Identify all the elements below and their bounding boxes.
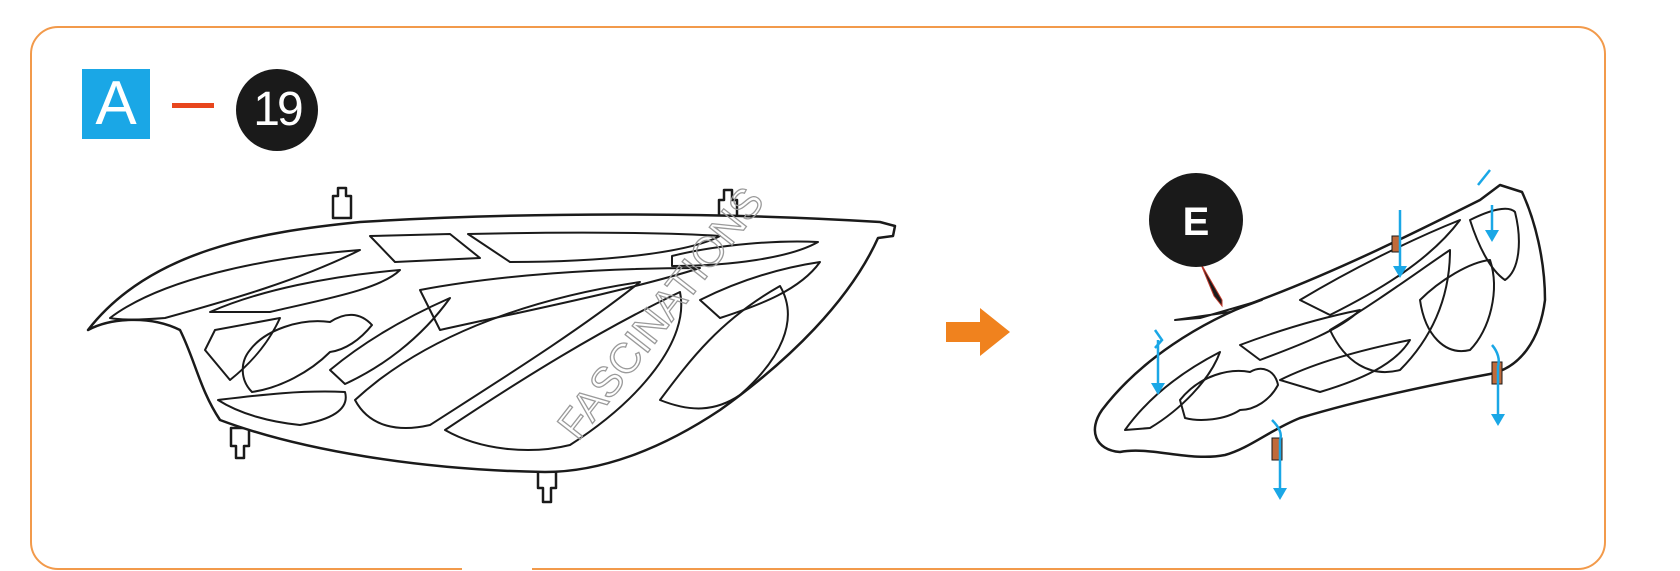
right-arrow-icon bbox=[946, 308, 1010, 356]
callout-label: E bbox=[1183, 200, 1210, 244]
wing-part-flat bbox=[88, 188, 895, 502]
peg-bottom-left bbox=[231, 428, 249, 458]
peg-bottom-right bbox=[538, 470, 556, 502]
callout-e-badge: E bbox=[1149, 173, 1243, 306]
peg-top-left bbox=[333, 188, 351, 218]
